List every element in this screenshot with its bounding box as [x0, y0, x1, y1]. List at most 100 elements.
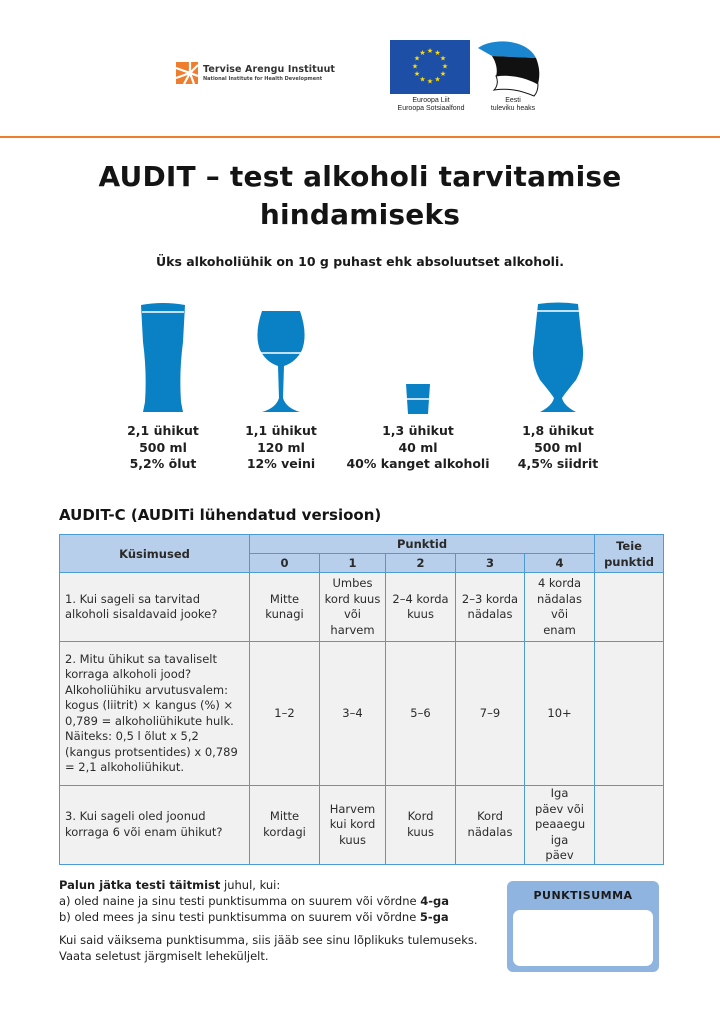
question-3: 3. Kui sageli oled joonud korraga 6 või … [59, 785, 250, 865]
continue-bold: Palun jätka testi täitmist [59, 878, 221, 892]
header-score-4: 4 [523, 553, 596, 573]
your-points-cell[interactable] [594, 785, 665, 865]
wine-label: 1,1 ühikut 120 ml 12% veini [196, 423, 366, 473]
cider-glass-icon [532, 302, 584, 412]
unit-definition: Üks alkoholiühik on 10 g puhast ehk abso… [155, 254, 565, 269]
table-row: 2. Mitu ühikut sa tavaliselt korraga alk… [59, 641, 665, 786]
page-title-line2: hindamiseks [259, 198, 461, 231]
header-score-3: 3 [455, 553, 525, 573]
spirits-volume: 40 ml [398, 439, 438, 455]
answer-option[interactable]: Mitte kunagi [249, 572, 320, 642]
audit-c-table: Küsimused Punktid Teie punktid 0 1 2 3 4… [59, 534, 665, 865]
header-your-points-line2: punktid [604, 554, 654, 569]
question-2: 2. Mitu ühikut sa tavaliselt korraga alk… [59, 641, 250, 786]
ee-caption-line1: Eesti [505, 97, 521, 104]
tai-name: Tervise Arengu Instituut [203, 64, 336, 75]
condition-a-text: a) oled naine ja sinu testi punktisumma … [59, 894, 421, 908]
answer-option[interactable]: Iga päev või peaaegu iga päev [523, 785, 596, 865]
score-total-field[interactable] [513, 910, 653, 966]
wine-glass-icon [257, 311, 305, 412]
your-points-cell[interactable] [594, 572, 665, 642]
score-total-box: PUNKTISUMMA [507, 881, 659, 972]
answer-option[interactable]: 2–3 korda nädalas [455, 572, 525, 642]
answer-option[interactable]: 2–4 korda kuus [385, 572, 456, 642]
header-score-1: 1 [319, 553, 386, 573]
header-divider [0, 136, 720, 138]
note-line2: Vaata seletust järgmiselt leheküljelt. [59, 949, 269, 963]
table-row: 1. Kui sageli sa tarvitad alkoholi sisal… [59, 572, 665, 642]
answer-option[interactable]: 4 korda nädalas või enam [523, 572, 596, 642]
beer-glass-icon [141, 303, 185, 412]
svg-text:★: ★ [414, 55, 420, 63]
spirits-units: 1,3 ühikut [382, 423, 454, 438]
beer-units: 2,1 ühikut [127, 423, 199, 438]
answer-option[interactable]: 10+ [523, 641, 596, 786]
header-points: Punktid [248, 534, 596, 554]
header-questions: Küsimused [59, 534, 250, 573]
header-your-points-line1: Teie [616, 538, 642, 553]
condition-b-threshold: 5-ga [419, 910, 449, 924]
instructions: Palun jätka testi täitmist juhul, kui: a… [59, 877, 499, 964]
page-title: AUDIT – test alkoholi tarvitamise hindam… [40, 158, 680, 234]
score-total-label: PUNKTISUMMA [533, 889, 633, 902]
eu-flag-icon: ★ ★ ★ ★ ★ ★ ★ ★ ★ ★ ★ ★ [390, 40, 470, 94]
eu-caption-line1: Euroopa Liit [412, 97, 450, 104]
condition-a-threshold: 4-ga [420, 894, 449, 908]
answer-option[interactable]: Kord nädalas [455, 785, 525, 865]
header-score-0: 0 [249, 553, 320, 573]
your-points-cell[interactable] [594, 641, 665, 786]
table-row: 3. Kui sageli oled joonud korraga 6 või … [59, 785, 665, 865]
beer-drink: 5,2% õlut [129, 456, 197, 471]
header-score-2: 2 [385, 553, 456, 573]
answer-option[interactable]: Mitte kordagi [249, 785, 320, 865]
answer-option[interactable]: 1–2 [249, 641, 320, 786]
eu-caption: Euroopa Liit Euroopa Sotsiaalfond [376, 97, 486, 113]
shot-glass-icon [406, 384, 430, 414]
spirits-drink: 40% kanget alkoholi [346, 456, 490, 471]
header-your-points: Teie punktid [594, 534, 665, 573]
svg-text:★: ★ [427, 78, 433, 86]
wine-drink: 12% veini [246, 456, 316, 471]
section-title: AUDIT-C (AUDITi lühendatud versioon) [59, 506, 382, 524]
svg-text:★: ★ [419, 49, 425, 57]
continue-instruction: Palun jätka testi täitmist juhul, kui: [59, 877, 499, 893]
answer-option[interactable]: 3–4 [319, 641, 386, 786]
cider-units: 1,8 ühikut [522, 423, 594, 438]
spirits-label: 1,3 ühikut 40 ml 40% kanget alkoholi [333, 423, 503, 473]
answer-option[interactable]: Umbes kord kuus või harvem [319, 572, 386, 642]
cider-drink: 4,5% siidrit [517, 456, 599, 471]
wine-volume: 120 ml [257, 439, 305, 455]
continue-rest: juhul, kui: [220, 878, 281, 892]
svg-text:★: ★ [412, 63, 418, 71]
svg-text:★: ★ [434, 76, 440, 84]
wine-units: 1,1 ühikut [245, 423, 317, 438]
answer-option[interactable]: Harvem kui kord kuus [319, 785, 386, 865]
svg-text:★: ★ [434, 49, 440, 57]
condition-b: b) oled mees ja sinu testi punktisumma o… [59, 909, 499, 925]
question-1: 1. Kui sageli sa tarvitad alkoholi sisal… [59, 572, 250, 642]
svg-text:★: ★ [414, 70, 420, 78]
page-title-line1: AUDIT – test alkoholi tarvitamise [98, 160, 622, 193]
svg-text:★: ★ [440, 55, 446, 63]
ee-caption-line2: tuleviku heaks [490, 105, 536, 112]
beer-label: 2,1 ühikut 500 ml 5,2% õlut [78, 423, 248, 473]
note-line1: Kui said väiksema punktisumma, siis jääb… [59, 933, 478, 947]
eu-caption-line2: Euroopa Sotsiaalfond [397, 105, 465, 112]
tai-sunburst-icon [176, 62, 198, 84]
tai-subtitle: National Institute for Health Developmen… [203, 76, 323, 82]
estonia-flag-sail-icon [478, 41, 540, 97]
cider-volume: 500 ml [534, 439, 582, 455]
condition-a: a) oled naine ja sinu testi punktisumma … [59, 893, 499, 909]
svg-text:★: ★ [442, 63, 448, 71]
svg-text:★: ★ [440, 70, 446, 78]
answer-option[interactable]: 7–9 [455, 641, 525, 786]
svg-text:★: ★ [427, 47, 433, 55]
cider-label: 1,8 ühikut 500 ml 4,5% siidrit [473, 423, 643, 473]
ee-caption: Eesti tuleviku heaks [478, 97, 548, 113]
beer-volume: 500 ml [139, 439, 187, 455]
answer-option[interactable]: Kord kuus [385, 785, 456, 865]
svg-text:★: ★ [419, 76, 425, 84]
tai-logo: Tervise Arengu Instituut National Instit… [176, 62, 335, 84]
condition-b-text: b) oled mees ja sinu testi punktisumma o… [59, 910, 420, 924]
answer-option[interactable]: 5–6 [385, 641, 456, 786]
